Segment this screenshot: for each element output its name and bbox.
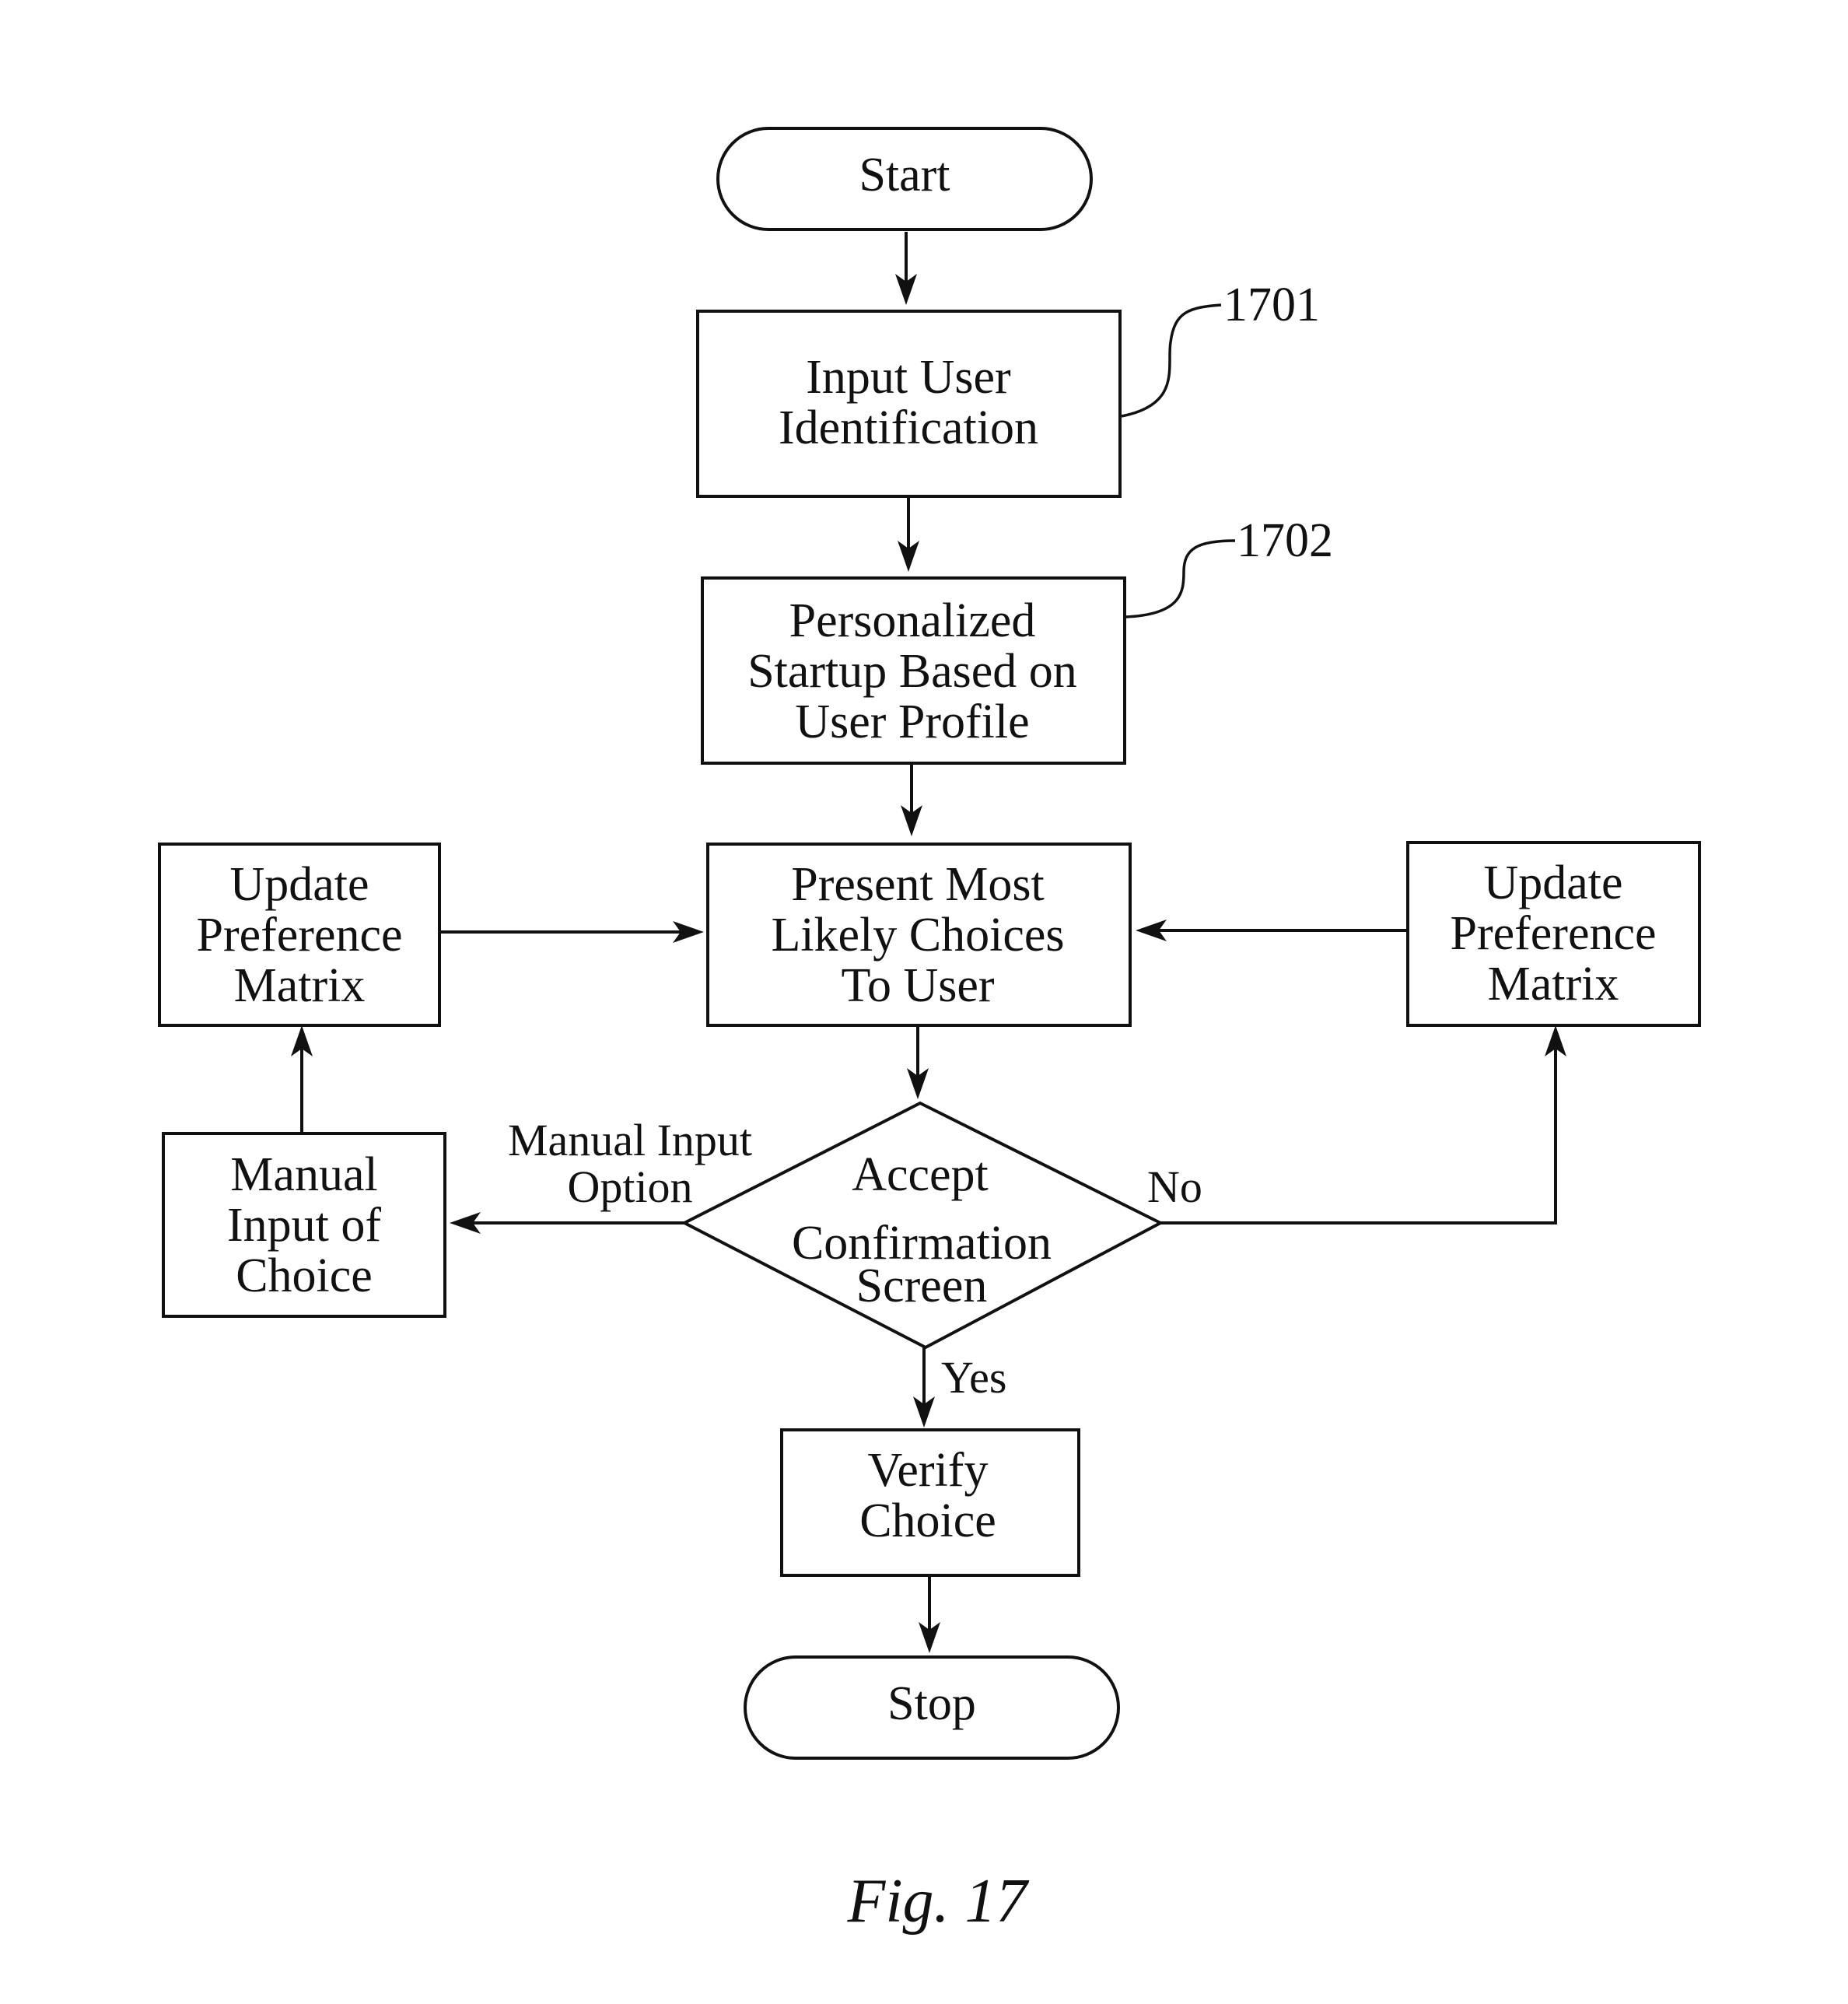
verify-label-line1: Verify: [868, 1444, 989, 1497]
manual-label-line2: Input of: [227, 1199, 381, 1252]
decision-label-line1: Accept: [852, 1148, 989, 1201]
update-left-label-line3: Matrix: [234, 959, 366, 1012]
decision-label-line3: Screen: [856, 1260, 988, 1312]
verify-label-line2: Choice: [859, 1494, 996, 1547]
stop-label: Stop: [887, 1677, 976, 1730]
manual-label-line3: Choice: [236, 1249, 373, 1302]
manual-input-option-label-line1: Manual Input: [508, 1115, 752, 1165]
start-label: Start: [859, 149, 950, 201]
update-left-label-line2: Preference: [196, 909, 402, 962]
leader-1702: [1125, 541, 1235, 617]
present-label-line2: Likely Choices: [771, 909, 1064, 962]
no-label: No: [1147, 1161, 1202, 1212]
input-user-label-line2: Identification: [779, 401, 1038, 454]
personalized-label-line2: Startup Based on: [747, 645, 1077, 698]
input-user-label-line1: Input User: [806, 351, 1011, 404]
present-label-line1: Present Most: [791, 858, 1045, 911]
update-right-label-line3: Matrix: [1488, 958, 1619, 1011]
present-label-line3: To User: [841, 959, 994, 1012]
manual-label-line1: Manual: [230, 1148, 377, 1201]
update-right-label-line1: Update: [1483, 857, 1622, 909]
ref-1702: 1702: [1237, 514, 1333, 567]
personalized-label-line3: User Profile: [795, 695, 1029, 748]
ref-1701: 1701: [1223, 279, 1320, 331]
update-right-label-line2: Preference: [1450, 907, 1656, 960]
update-left-label-line1: Update: [229, 858, 369, 911]
leader-1701: [1122, 305, 1221, 416]
personalized-label-line1: Personalized: [789, 594, 1036, 647]
manual-input-option-label-line2: Option: [567, 1161, 692, 1212]
figure-caption: Fig. 17: [846, 1867, 1029, 1936]
yes-label: Yes: [941, 1352, 1006, 1403]
edge-decision-no-to-update-right: [1160, 1046, 1556, 1223]
